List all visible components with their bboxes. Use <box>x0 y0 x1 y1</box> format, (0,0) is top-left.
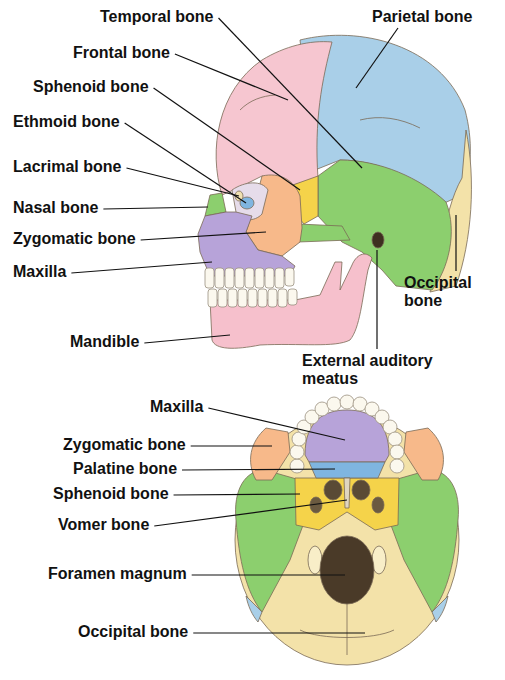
upper-teeth <box>205 268 294 288</box>
leader-line <box>455 215 456 271</box>
part-label: Foramen magnum <box>48 565 187 583</box>
part-label: Frontal bone <box>73 44 170 62</box>
leader-line <box>191 445 272 446</box>
part-label: Sphenoid bone <box>33 78 149 96</box>
part-label: Parietal bone <box>372 8 472 26</box>
part-label: Occipital bone <box>78 623 188 641</box>
leader-line <box>154 88 300 190</box>
zygomatic-arch-left <box>251 428 290 480</box>
part-label: Ethmoid bone <box>13 113 120 131</box>
auditory-meatus-opening <box>372 232 384 248</box>
part-label: Zygomatic bone <box>13 230 136 248</box>
mandible-shape <box>210 254 372 348</box>
part-label: Palatine bone <box>73 460 177 478</box>
parietal-patch-right <box>432 596 448 622</box>
upper-teeth-arch <box>290 395 404 473</box>
part-label: Temporal bone <box>100 8 214 26</box>
part-label: Maxilla <box>150 398 203 416</box>
leader-line <box>356 28 398 88</box>
leader-line <box>71 262 212 273</box>
leader-line <box>141 232 266 240</box>
palatine-bone-shape <box>309 462 385 478</box>
leader-line <box>175 54 288 100</box>
foramen-magnum-opening <box>320 536 374 604</box>
choana <box>352 480 370 500</box>
part-label: External auditory meatus <box>302 352 467 388</box>
part-label: Nasal bone <box>13 199 98 217</box>
leader-lines <box>71 18 456 633</box>
leader-line <box>182 469 335 470</box>
leader-line <box>193 632 365 633</box>
part-label: Vomer bone <box>58 516 149 534</box>
temporal-bone-right <box>389 470 458 612</box>
part-label: Lacrimal bone <box>13 158 121 176</box>
leader-line <box>103 207 208 209</box>
zygomatic-arch-shape <box>298 224 350 242</box>
sphenoid-bone-base <box>295 478 399 530</box>
leader-line <box>126 168 239 196</box>
lower-teeth <box>208 289 297 307</box>
part-label: Sphenoid bone <box>53 485 169 503</box>
leader-line <box>144 335 230 343</box>
leader-line <box>208 408 345 440</box>
zygomatic-arch-right <box>404 428 443 480</box>
leader-line <box>174 494 300 495</box>
leader-line <box>154 500 347 526</box>
palate-maxilla <box>305 410 389 462</box>
choana <box>324 480 342 500</box>
part-label: Maxilla <box>13 263 66 281</box>
leader-line <box>219 18 363 168</box>
part-label: Mandible <box>70 333 139 351</box>
part-label: Occipital bone <box>404 274 490 310</box>
vomer-bone-shape <box>344 478 350 508</box>
parietal-patch-left <box>246 596 262 622</box>
part-label: Zygomatic bone <box>63 436 186 454</box>
leader-line <box>376 250 377 349</box>
occipital-crest <box>300 604 394 655</box>
temporal-bone-left <box>236 470 305 612</box>
leader-line <box>125 123 246 203</box>
maxilla-shape <box>198 212 295 276</box>
leader-line <box>192 574 345 575</box>
foramen <box>372 497 384 513</box>
suture-lines <box>240 95 420 128</box>
